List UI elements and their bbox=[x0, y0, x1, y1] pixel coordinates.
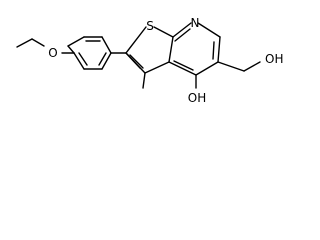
chemical-structure: S N O OH OH bbox=[16, 16, 283, 105]
methoxyphenyl-ring bbox=[67, 36, 112, 70]
pyridine-ring bbox=[168, 22, 221, 76]
nitrogen-atom-label: N bbox=[191, 16, 200, 30]
methoxy-bonds bbox=[16, 38, 75, 54]
thiophene-ring bbox=[125, 26, 174, 74]
methoxy-oxygen-label: O bbox=[48, 46, 57, 60]
sulfur-atom-label: S bbox=[146, 19, 154, 33]
hydroxymethyl-oh-label: OH bbox=[265, 52, 283, 66]
methyl-bond bbox=[142, 72, 146, 89]
hydroxyl-oh-label: OH bbox=[188, 91, 206, 105]
hydroxymethyl-bonds bbox=[217, 61, 261, 72]
